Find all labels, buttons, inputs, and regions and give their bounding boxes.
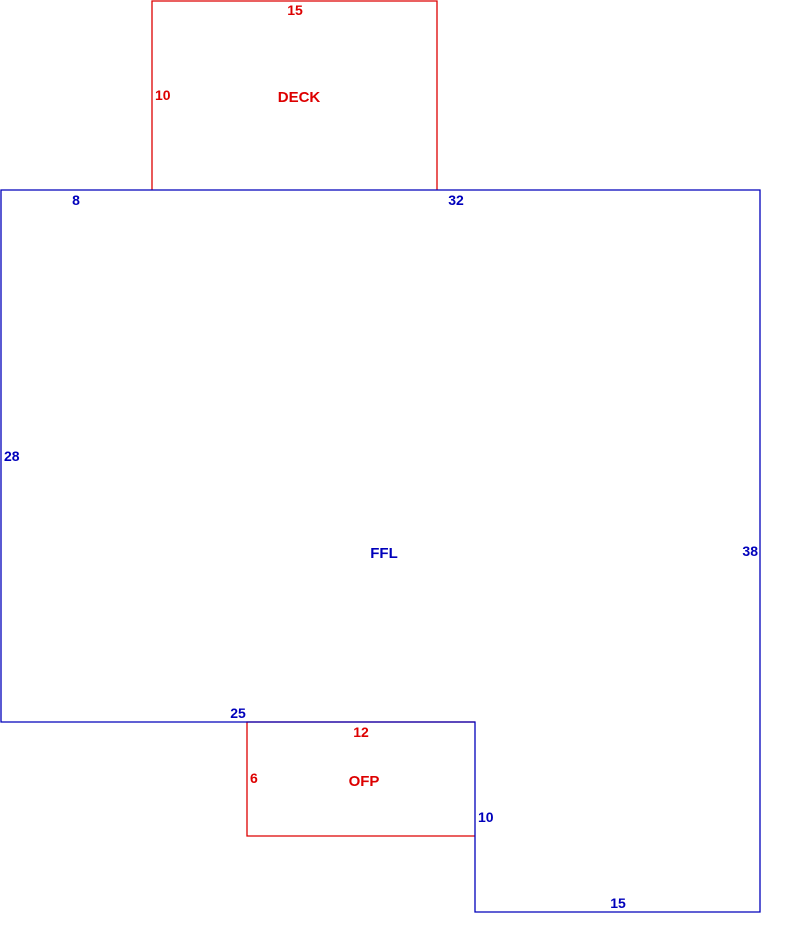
- ffl-area-label: FFL: [370, 545, 398, 562]
- ffl-left-dimension: 28: [4, 448, 20, 464]
- deck-left-dimension: 10: [155, 87, 171, 103]
- ffl-outline: [0, 189, 761, 913]
- ffl-top-left-dimension: 8: [72, 192, 80, 208]
- ffl-bottom-right-dimension: 15: [610, 895, 626, 911]
- ffl-bottom-left-dimension: 25: [230, 705, 246, 721]
- ofp-top-dimension: 12: [353, 724, 369, 740]
- ofp-left-dimension: 6: [250, 770, 258, 786]
- ffl-notch-dimension: 10: [478, 809, 494, 825]
- deck-outline: [151, 0, 438, 190]
- ffl-top-right-dimension: 32: [448, 192, 464, 208]
- deck-top-dimension: 15: [287, 2, 303, 18]
- deck-area-label: DECK: [278, 89, 321, 106]
- ofp-area-label: OFP: [349, 773, 380, 790]
- ffl-right-dimension: 38: [742, 543, 758, 559]
